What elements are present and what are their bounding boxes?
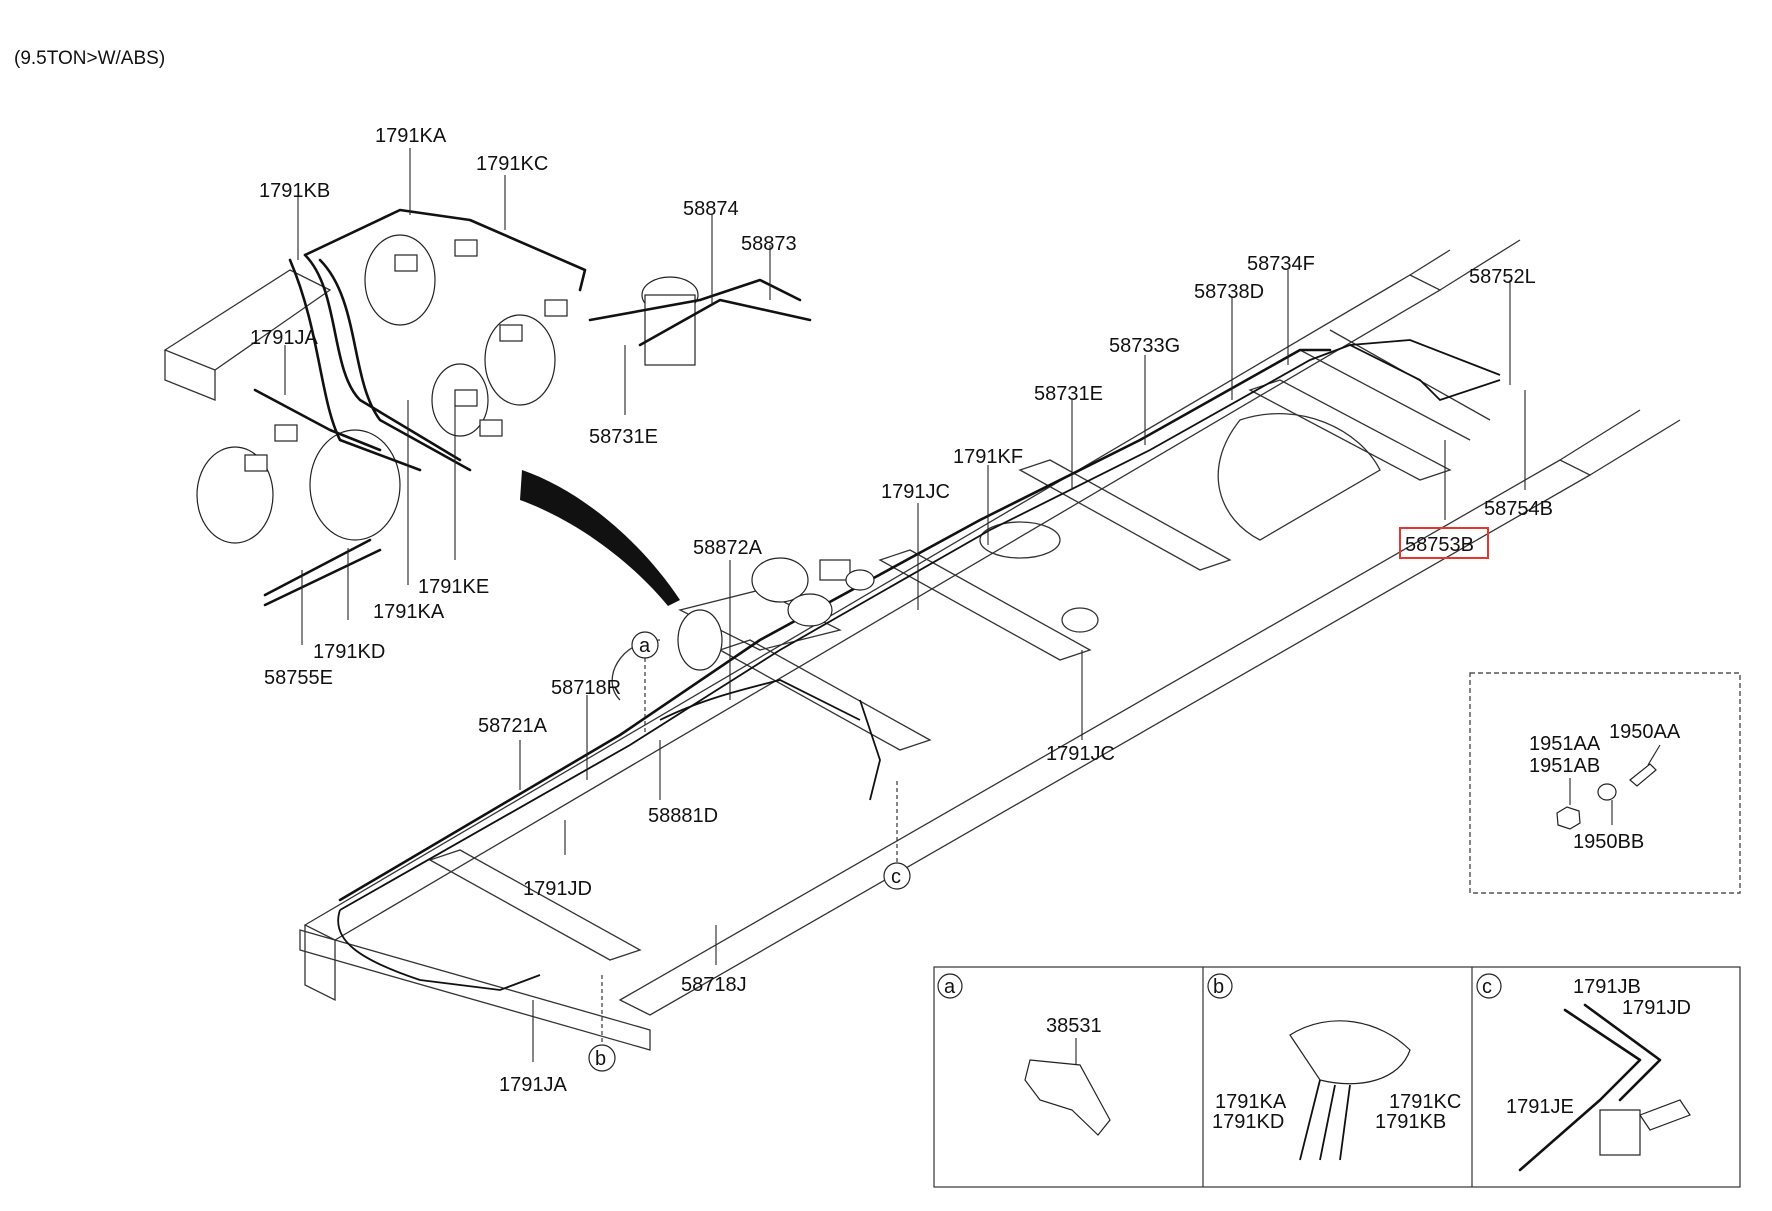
label-1950BB[interactable]: 1950BB: [1573, 831, 1644, 853]
label-58734F[interactable]: 58734F: [1247, 253, 1315, 275]
label-58753B[interactable]: 58753B: [1405, 534, 1474, 556]
detail-markers: a b c: [588, 631, 911, 1072]
label-58874[interactable]: 58874: [683, 198, 739, 220]
panel-c-letter: c: [1482, 976, 1492, 998]
panel-c-jE[interactable]: 1791JE: [1506, 1096, 1574, 1118]
label-1951AB[interactable]: 1951AB: [1529, 755, 1600, 777]
label-58754B[interactable]: 58754B: [1484, 498, 1553, 520]
label-58755E[interactable]: 58755E: [264, 667, 333, 689]
panel-a-part-label[interactable]: 38531: [1046, 1015, 1102, 1037]
label-58718J[interactable]: 58718J: [681, 974, 747, 996]
marker-a-letter: a: [639, 635, 651, 657]
label-1950AA[interactable]: 1950AA: [1609, 721, 1681, 743]
label-1791KA-bottom[interactable]: 1791KA: [373, 601, 445, 623]
panel-b-kA[interactable]: 1791KA: [1215, 1091, 1287, 1113]
callout-labels: 1791KA 1791KC 1791KB 58874 58873 1791JA …: [250, 125, 1553, 1096]
chassis-frame: [299, 239, 1681, 1051]
label-58731E-left[interactable]: 58731E: [589, 426, 658, 448]
panel-c-jD[interactable]: 1791JD: [1622, 997, 1691, 1019]
bushing-part: [1597, 783, 1617, 801]
marker-b-circle[interactable]: [588, 1044, 616, 1072]
mount-bracket: [1289, 1020, 1411, 1085]
highlight-box-58753B: [1399, 527, 1489, 559]
panel-b-circle: [1207, 973, 1233, 999]
front-valve-cluster: [677, 557, 875, 671]
panel-a-letter: a: [944, 976, 956, 998]
panel-b-kC[interactable]: 1791KC: [1389, 1091, 1461, 1113]
detail-panels: a 38531 b 1791KA 1791KC 1791KD 1791KB c …: [933, 966, 1741, 1188]
brake-lines: [337, 339, 1501, 991]
label-58721A[interactable]: 58721A: [478, 715, 548, 737]
diagram-title: (9.5TON>W/ABS): [14, 48, 165, 69]
air-tank-inset: [163, 208, 812, 607]
label-58718R[interactable]: 58718R: [551, 677, 621, 699]
panel-c-circle: [1476, 973, 1502, 999]
label-58731E-mid[interactable]: 58731E: [1034, 383, 1103, 405]
label-58752L[interactable]: 58752L: [1469, 266, 1536, 288]
label-58738D[interactable]: 58738D: [1194, 281, 1264, 303]
hardware-box: 1951AA 1951AB 1950AA 1950BB: [1469, 672, 1741, 894]
bracket-38531: [1024, 1059, 1111, 1136]
label-1791KF[interactable]: 1791KF: [953, 446, 1023, 468]
label-1791JC-bottom[interactable]: 1791JC: [1046, 743, 1115, 765]
label-1791KA-top[interactable]: 1791KA: [375, 125, 447, 147]
label-58873[interactable]: 58873: [741, 233, 797, 255]
label-58881D[interactable]: 58881D: [648, 805, 718, 827]
marker-c-circle[interactable]: [883, 862, 911, 890]
panel-a-circle: [937, 973, 963, 999]
marker-c-letter: c: [891, 866, 901, 888]
label-1791JA-bottom[interactable]: 1791JA: [499, 1074, 567, 1096]
panel-b-kD[interactable]: 1791KD: [1212, 1111, 1284, 1133]
panel-c-jB[interactable]: 1791JB: [1573, 976, 1641, 998]
marker-b-letter: b: [595, 1048, 606, 1070]
label-1951AA[interactable]: 1951AA: [1529, 733, 1601, 755]
marker-a-circle[interactable]: [631, 631, 659, 659]
valve-block: [1599, 1109, 1641, 1156]
label-1791JC-top[interactable]: 1791JC: [881, 481, 950, 503]
panel-b-letter: b: [1213, 976, 1224, 998]
nut-part: [1556, 806, 1581, 830]
label-1791KB-top[interactable]: 1791KB: [259, 180, 330, 202]
label-1791JD[interactable]: 1791JD: [523, 878, 592, 900]
panel-b-kB[interactable]: 1791KB: [1375, 1111, 1446, 1133]
label-58733G[interactable]: 58733G: [1109, 335, 1180, 357]
bolt-part: [1629, 763, 1657, 787]
label-1791KC-top[interactable]: 1791KC: [476, 153, 548, 175]
label-58872A[interactable]: 58872A: [693, 537, 763, 559]
label-1791KE[interactable]: 1791KE: [418, 576, 489, 598]
label-1791JA-top[interactable]: 1791JA: [250, 327, 318, 349]
label-1791KD[interactable]: 1791KD: [313, 641, 385, 663]
pointer-arrow: [520, 470, 680, 606]
leader-lines: [284, 148, 1526, 1062]
